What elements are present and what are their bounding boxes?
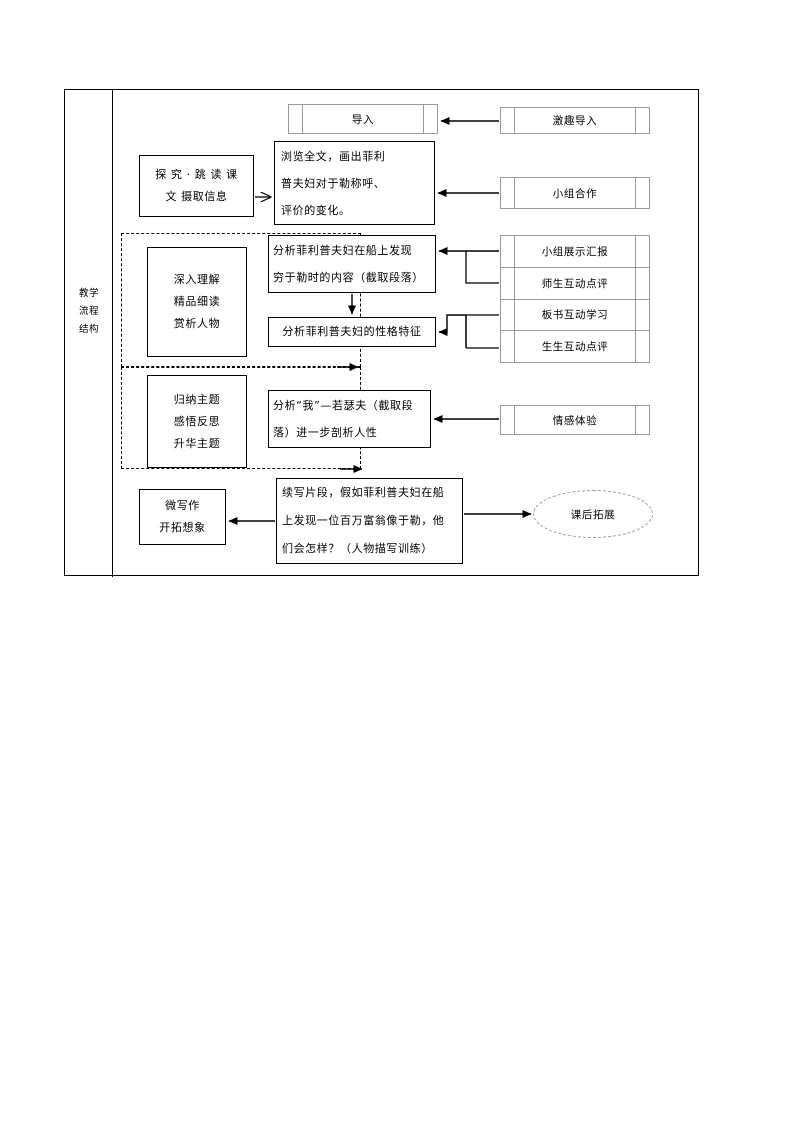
activity-box-browse-text[interactable]: 浏览全文，画出菲利 普夫妇对于勒称呼、 评价的变化。 [274, 141, 435, 225]
method-box-group-work-cell-left [501, 178, 515, 208]
stage-box-micro-writing-line-1: 微写作 [165, 499, 200, 512]
activity-box-continuation-line-3: 们会怎样？（人物描写训练） [282, 542, 433, 555]
method-box-group-work-label: 小组合作 [552, 187, 598, 200]
method-stack-row-3-label: 板书互动学习 [541, 309, 609, 322]
activity-box-browse-text-line-2: 普夫妇对于勒称呼、 [281, 176, 386, 190]
stage-table-intro-label: 导入 [351, 113, 375, 126]
method-stack-row-2-cell-left [501, 267, 515, 299]
activity-box-analyze-me-line-1: 分析“我”—若瑟夫（截取段 [273, 399, 414, 412]
stage-table-intro-cell-left [289, 105, 303, 133]
stage-box-explore[interactable]: 探 究 · 跳 读 课 文 摄取信息 [139, 155, 254, 217]
method-stack-row-4-label: 生生互动点评 [541, 341, 609, 354]
stage-table-intro[interactable]: 导入 [288, 104, 438, 134]
method-stack-row-2-label: 师生互动点评 [541, 277, 609, 290]
row-label-line-1: 教学 [78, 288, 99, 299]
method-stack-row-student-student-comment[interactable]: 生生互动点评 [501, 331, 649, 362]
row-label-teaching-flow: 教学 流程 结构 [66, 285, 112, 339]
stage-box-deep-read[interactable]: 深入理解 精品细读 赏析人物 [147, 247, 247, 357]
stage-box-deep-read-line-2: 精品细读 [173, 295, 221, 308]
activity-box-analyze-ship-line-2: 穷于勒时的内容（截取段落） [273, 271, 424, 284]
row-label-line-2: 流程 [78, 306, 99, 317]
method-box-emotion-experience[interactable]: 情感体验 [500, 405, 650, 435]
method-stack-row-blackboard-learning[interactable]: 板书互动学习 [501, 299, 649, 332]
activity-box-continuation[interactable]: 续写片段，假如菲利普夫妇在船 上发现一位百万富翁像于勒，他 们会怎样？（人物描写… [276, 478, 463, 564]
extension-ellipse[interactable]: 课后拓展 [533, 490, 653, 538]
activity-box-continuation-line-2: 上发现一位百万富翁像于勒，他 [282, 514, 445, 527]
activity-box-analyze-me-line-2: 落）进一步剖析人性 [273, 426, 378, 439]
activity-box-analyze-character[interactable]: 分析菲利普夫妇的性格特征 [268, 317, 436, 347]
stage-box-micro-writing[interactable]: 微写作 开拓想象 [139, 489, 226, 545]
stage-box-theme-line-3: 升华主题 [173, 436, 221, 450]
method-stack-row-1-cell-right [635, 236, 649, 267]
method-stack-row-2-cell-right [635, 267, 649, 299]
extension-ellipse-label: 课后拓展 [570, 508, 616, 521]
method-box-emotion-experience-cell-left [501, 406, 515, 434]
stage-table-intro-cell-right [423, 105, 437, 133]
method-box-emotion-experience-label: 情感体验 [552, 414, 598, 427]
method-stack-row-teacher-student-comment[interactable]: 师生互动点评 [501, 267, 649, 300]
stage-box-theme[interactable]: 归纳主题 感悟反思 升华主题 [147, 375, 247, 468]
method-box-interest-intro-label: 激趣导入 [552, 115, 598, 127]
method-box-emotion-experience-cell-right [635, 406, 649, 434]
activity-box-browse-text-line-3: 评价的变化。 [281, 203, 351, 217]
method-stack-row-1-label: 小组展示汇报 [541, 245, 609, 258]
diagram-column-divider [112, 89, 113, 577]
activity-box-analyze-ship[interactable]: 分析菲利普夫妇在船上发现 穷于勒时的内容（截取段落） [268, 235, 436, 293]
stage-box-theme-line-2: 感悟反思 [173, 414, 221, 428]
row-label-line-3: 结构 [78, 324, 99, 335]
method-box-group-work[interactable]: 小组合作 [500, 177, 650, 209]
activity-box-analyze-me[interactable]: 分析“我”—若瑟夫（截取段 落）进一步剖析人性 [268, 390, 431, 448]
stage-box-deep-read-line-1: 深入理解 [173, 273, 221, 286]
activity-box-continuation-line-1: 续写片段，假如菲利普夫妇在船 [282, 486, 445, 499]
method-stack-table[interactable]: 小组展示汇报 师生互动点评 板书互动学习 生生互动点评 [500, 235, 650, 363]
activity-box-analyze-ship-line-1: 分析菲利普夫妇在船上发现 [273, 244, 413, 257]
diagram-outer-frame [64, 89, 699, 576]
method-stack-row-1-cell-left [501, 236, 515, 267]
activity-box-browse-text-line-1: 浏览全文，画出菲利 [281, 149, 386, 163]
method-stack-row-3-cell-right [635, 299, 649, 331]
stage-box-theme-line-1: 归纳主题 [173, 392, 221, 406]
method-box-group-work-cell-right [635, 178, 649, 208]
method-stack-row-4-cell-right [635, 331, 649, 362]
method-stack-row-4-cell-left [501, 331, 515, 362]
stage-box-explore-line-2: 文 摄取信息 [165, 190, 228, 203]
method-box-interest-intro[interactable]: 激趣导入 [500, 107, 650, 134]
stage-box-deep-read-line-3: 赏析人物 [173, 317, 221, 330]
method-box-interest-intro-cell-left [501, 108, 515, 133]
activity-box-analyze-character-line-1: 分析菲利普夫妇的性格特征 [282, 325, 422, 338]
stage-box-micro-writing-line-2: 开拓想象 [159, 521, 206, 534]
method-stack-row-group-report[interactable]: 小组展示汇报 [501, 236, 649, 268]
stage-box-explore-line-1: 探 究 · 跳 读 课 [155, 168, 238, 181]
method-box-interest-intro-cell-right [635, 108, 649, 133]
method-stack-row-3-cell-left [501, 299, 515, 331]
